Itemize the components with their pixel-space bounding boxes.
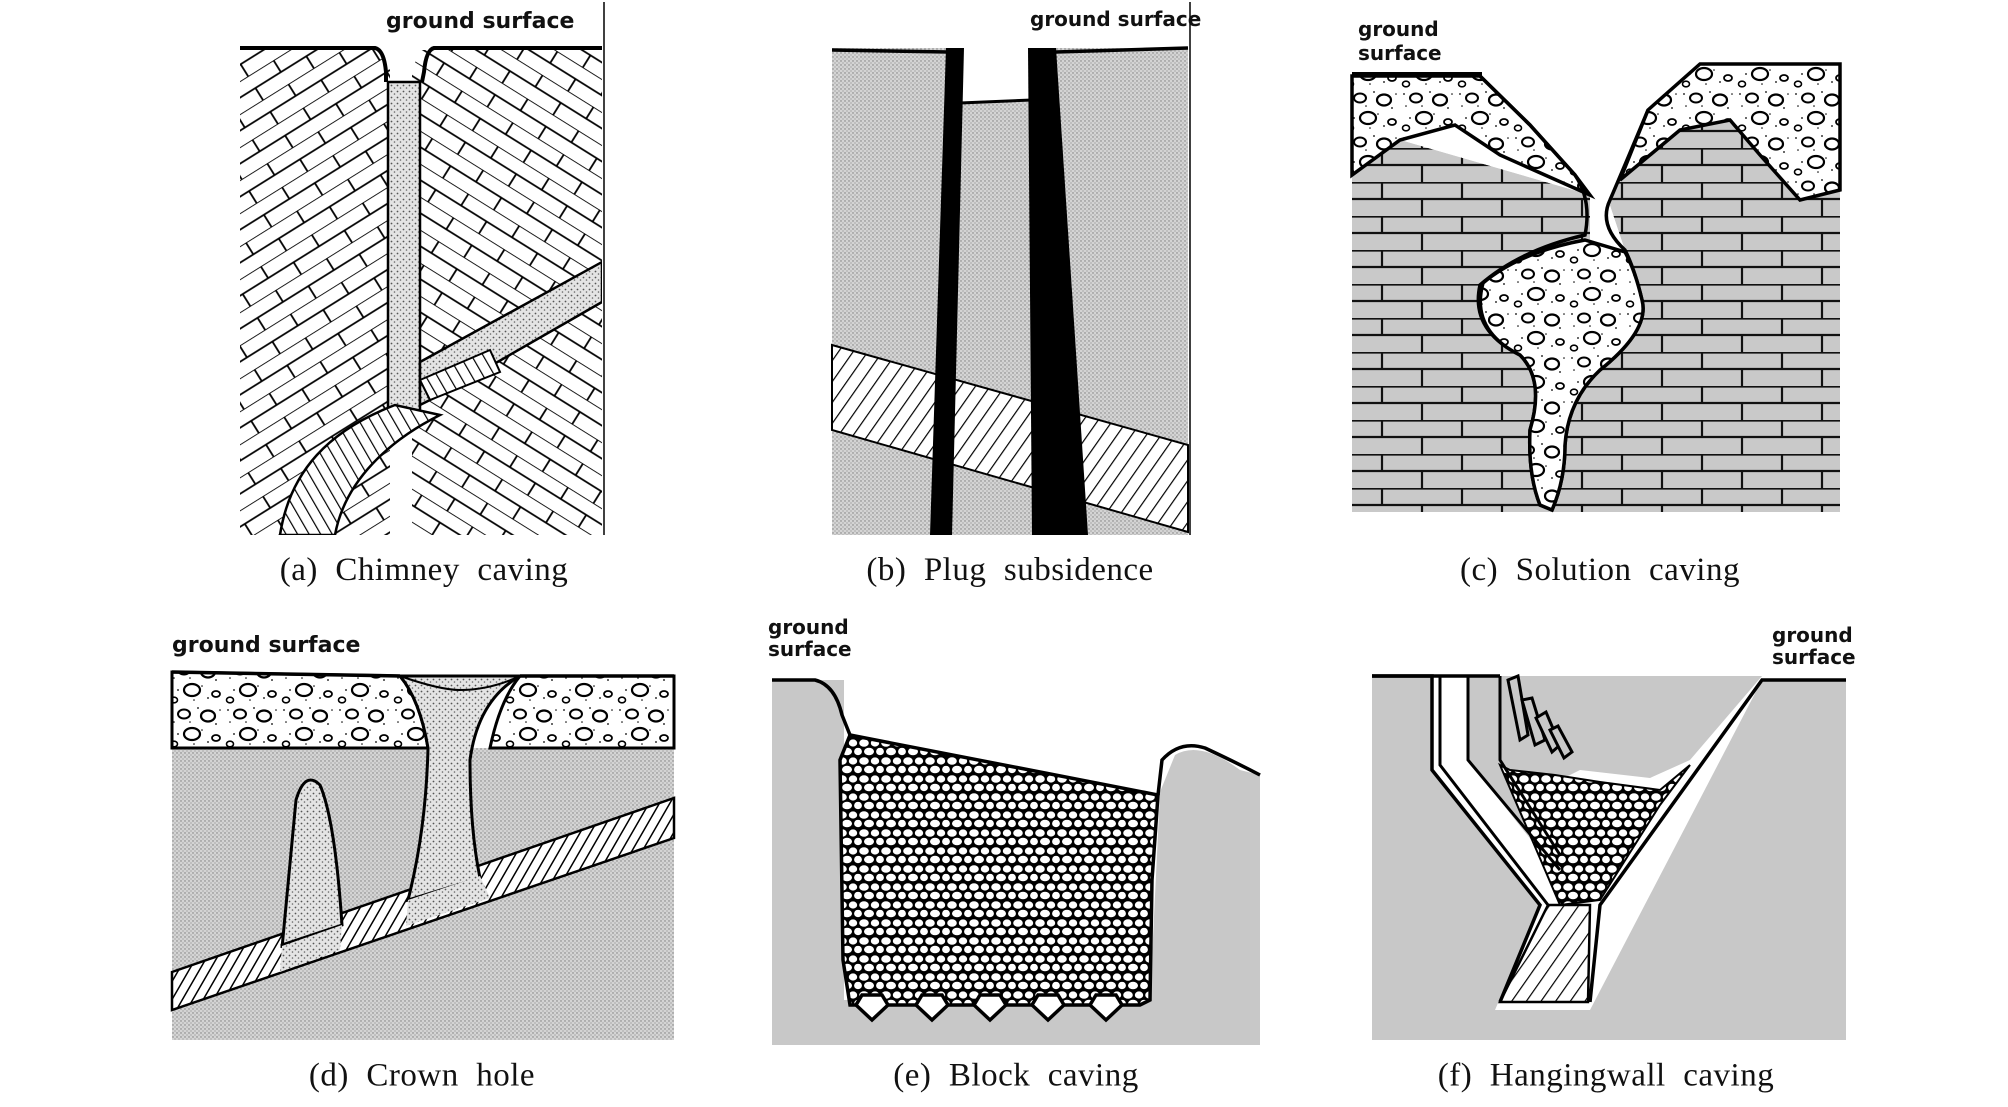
toppling-block-1 bbox=[1506, 673, 1530, 743]
drawpoint-3 bbox=[971, 993, 1009, 1023]
toppling-block-4 bbox=[1547, 724, 1574, 761]
cavity-rubble bbox=[1478, 238, 1645, 513]
pillar bbox=[1468, 676, 1560, 870]
ground-surface-line bbox=[772, 678, 1261, 796]
ground-label-e: ground surface bbox=[768, 615, 856, 661]
panel-c bbox=[1350, 62, 1842, 513]
pillar-outline-inner bbox=[1466, 676, 1562, 871]
caption-a: (a) Chimney caving bbox=[279, 552, 569, 588]
caption-c: (c) Solution caving bbox=[1460, 552, 1740, 588]
shaft-outline bbox=[1438, 676, 1550, 906]
panel-e bbox=[772, 678, 1261, 1045]
ground-label-a: ground surface bbox=[386, 9, 574, 34]
drawpoint-5 bbox=[1087, 993, 1125, 1023]
ground-label-f: ground surface bbox=[1772, 623, 1860, 669]
brick-rock-upper-left bbox=[1352, 140, 1590, 250]
chimney-fill bbox=[386, 80, 422, 422]
pillar-outline-outer bbox=[1498, 676, 1562, 856]
toppling-blocks bbox=[1506, 673, 1574, 761]
caved-zone bbox=[838, 733, 1160, 1007]
ground-surface-line bbox=[831, 46, 1189, 54]
caption-f: (f) Hangingwall caving bbox=[1437, 1057, 1775, 1094]
ground-label-b: ground surface bbox=[1030, 7, 1201, 31]
drawpoint-4 bbox=[1029, 993, 1067, 1023]
hangingwall-outline bbox=[1588, 678, 1846, 1003]
brick-rock-right bbox=[412, 50, 602, 535]
caption-e: (e) Block caving bbox=[893, 1057, 1139, 1094]
panel-b bbox=[831, 2, 1191, 535]
drawpoint-2 bbox=[913, 993, 951, 1023]
ground-label-d: ground surface bbox=[172, 633, 360, 658]
drawpoints bbox=[853, 993, 1125, 1023]
crown-hole-left-base bbox=[280, 925, 342, 972]
plug-top bbox=[959, 98, 1033, 105]
fault-right bbox=[1028, 48, 1088, 535]
orebody-hatched bbox=[1497, 903, 1592, 1004]
caved-zone bbox=[1498, 762, 1691, 907]
ground-label-c: ground surface bbox=[1358, 17, 1446, 65]
hatched-seam bbox=[278, 403, 444, 535]
subsidence-dip bbox=[399, 675, 521, 692]
ground-surface-line bbox=[171, 670, 674, 678]
hatched-wedge bbox=[418, 348, 502, 402]
ground-surface-line bbox=[240, 46, 602, 83]
overburden-right bbox=[1618, 62, 1842, 202]
brick-rock-left bbox=[240, 50, 390, 535]
brick-rock-upper-right bbox=[1610, 120, 1840, 250]
caption-b: (b) Plug subsidence bbox=[866, 552, 1154, 588]
overburden-left bbox=[170, 670, 430, 750]
grey-rock-left bbox=[772, 680, 844, 1045]
drawpoint-1 bbox=[853, 993, 891, 1023]
chimney-base bbox=[406, 876, 490, 926]
pit-void bbox=[1432, 676, 1846, 1010]
panel-f bbox=[1372, 673, 1846, 1040]
overburden-right bbox=[488, 674, 676, 750]
caption-d: (d) Crown hole bbox=[308, 1057, 536, 1094]
panel-d bbox=[170, 670, 676, 1040]
panel-a bbox=[240, 2, 605, 535]
crown-hole-left bbox=[280, 778, 344, 949]
fault-left bbox=[930, 48, 964, 535]
plug-gap bbox=[956, 48, 1030, 103]
